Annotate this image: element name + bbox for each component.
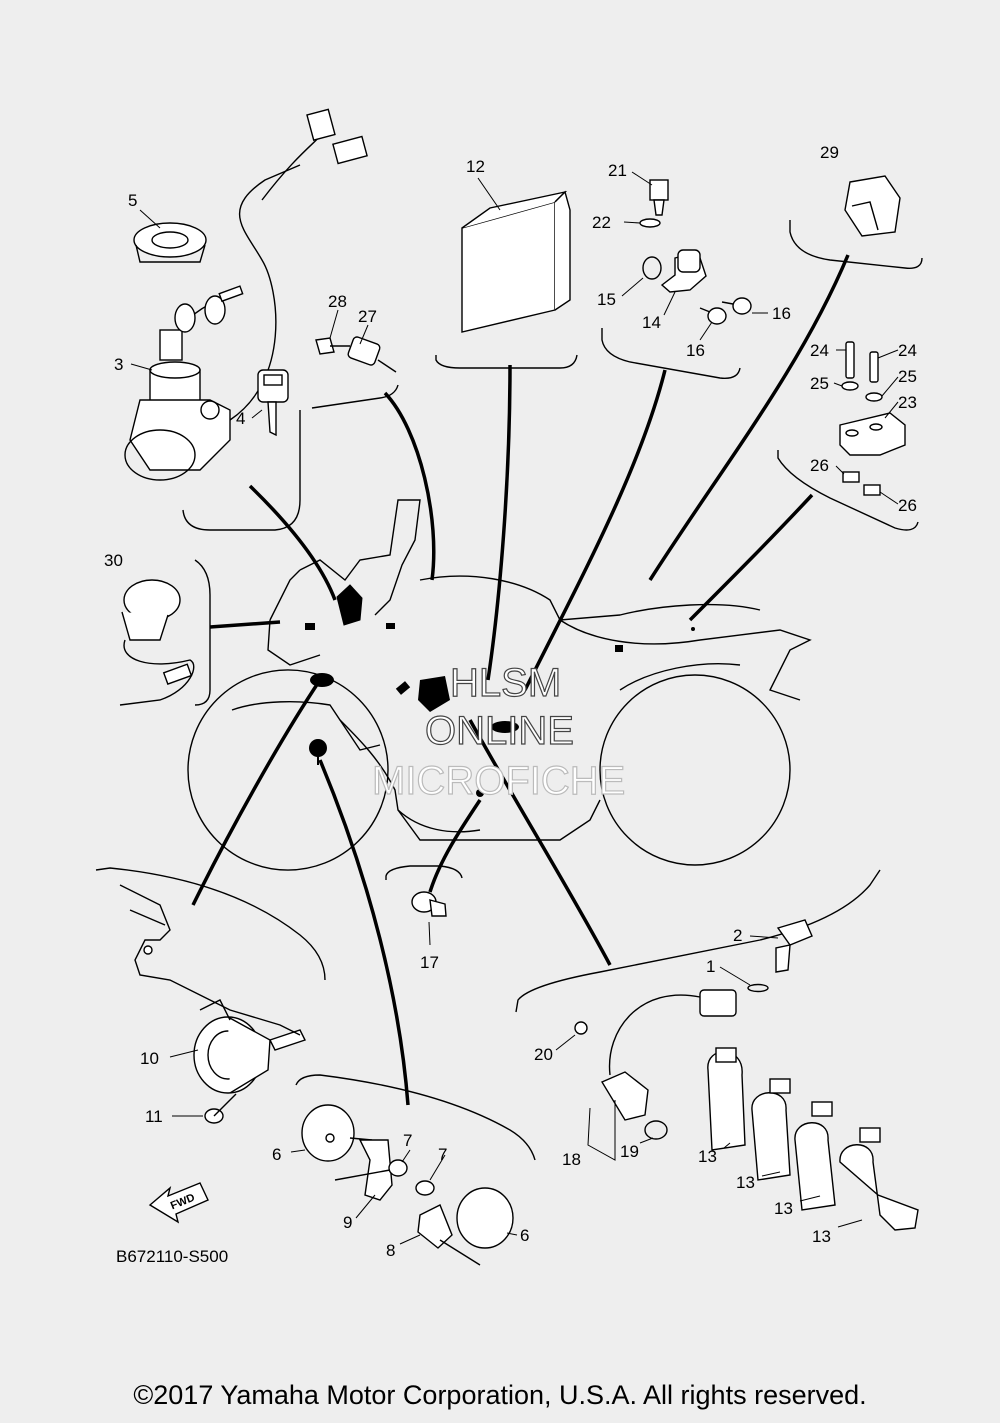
callout-5: 5	[128, 191, 137, 210]
callout-7b: 7	[438, 1145, 447, 1164]
callout-24a: 24	[810, 341, 829, 360]
callout-21: 21	[608, 161, 627, 180]
callout-8: 8	[386, 1241, 395, 1260]
callout-22: 22	[592, 213, 611, 232]
part-21-22-sensor	[639, 179, 669, 228]
part-drawings	[119, 108, 919, 1266]
callout-16b: 16	[686, 341, 705, 360]
callout-11: 11	[145, 1107, 163, 1126]
callout-6b: 6	[520, 1226, 529, 1245]
part-1-2-sensor	[747, 919, 813, 993]
part-14-sensor	[642, 249, 752, 325]
callout-10: 10	[140, 1049, 159, 1068]
callout-13a: 13	[698, 1147, 717, 1166]
callout-19: 19	[620, 1142, 639, 1161]
callout-30: 30	[104, 551, 123, 570]
callout-labels: 5 3 4 28 27 12 21 22 15 14 16 16 29 24 2…	[104, 143, 917, 1260]
callout-9: 9	[343, 1213, 352, 1232]
part-13-ignition-coils	[707, 1047, 919, 1231]
callout-13d: 13	[812, 1227, 831, 1246]
callout-15: 15	[597, 290, 616, 309]
callout-27: 27	[358, 307, 377, 326]
watermark-line1: HLSM	[450, 661, 561, 705]
callout-25a: 25	[810, 374, 829, 393]
callout-6a: 6	[272, 1145, 281, 1164]
watermark: HLSM ONLINE MICROFICHE	[371, 660, 626, 803]
callout-2: 2	[733, 926, 742, 945]
fwd-arrow	[148, 1182, 209, 1224]
callout-18: 18	[562, 1150, 581, 1169]
callout-4: 4	[236, 409, 245, 428]
watermark-line3: MICROFICHE	[372, 759, 625, 803]
part-3-main-switch	[124, 285, 244, 481]
callout-16a: 16	[772, 304, 791, 323]
callout-29: 29	[820, 143, 839, 162]
part-10-horn	[193, 999, 306, 1124]
callout-1: 1	[706, 957, 715, 976]
part-3-lead-wire	[229, 108, 368, 421]
leader-lines	[130, 171, 899, 1245]
part-5-cap-ring	[133, 222, 207, 263]
callout-14: 14	[642, 313, 661, 332]
callout-3: 3	[114, 355, 123, 374]
part-6-horns	[301, 1104, 514, 1266]
callout-17: 17	[420, 953, 439, 972]
group-frames	[95, 220, 923, 1161]
part-27-28-sensor	[315, 336, 397, 373]
part-29-relay	[844, 175, 901, 237]
diagram-code: B672110-S500	[116, 1247, 228, 1266]
part-23-26-bracket	[839, 341, 906, 496]
part-17-switch	[411, 891, 447, 917]
watermark-line2: ONLINE	[425, 709, 574, 753]
callout-26a: 26	[810, 456, 829, 475]
callout-23: 23	[898, 393, 917, 412]
callout-13b: 13	[736, 1173, 755, 1192]
callout-26b: 26	[898, 496, 917, 515]
callout-13c: 13	[774, 1199, 793, 1218]
callout-20: 20	[534, 1045, 553, 1064]
part-horn-bracket	[119, 884, 301, 1036]
pointer-lines	[191, 254, 850, 1106]
part-12-ecu	[461, 190, 571, 333]
copyright-notice: ©2017 Yamaha Motor Corporation, U.S.A. A…	[133, 1380, 867, 1410]
mount-markers	[305, 584, 695, 797]
callout-25b: 25	[898, 367, 917, 386]
callout-24b: 24	[898, 341, 917, 360]
part-18-20-sensor	[574, 989, 737, 1140]
callout-28: 28	[328, 292, 347, 311]
callout-12: 12	[466, 157, 485, 176]
part-30-socket	[119, 579, 195, 706]
part-4-key	[257, 369, 289, 437]
callout-7a: 7	[403, 1131, 412, 1150]
